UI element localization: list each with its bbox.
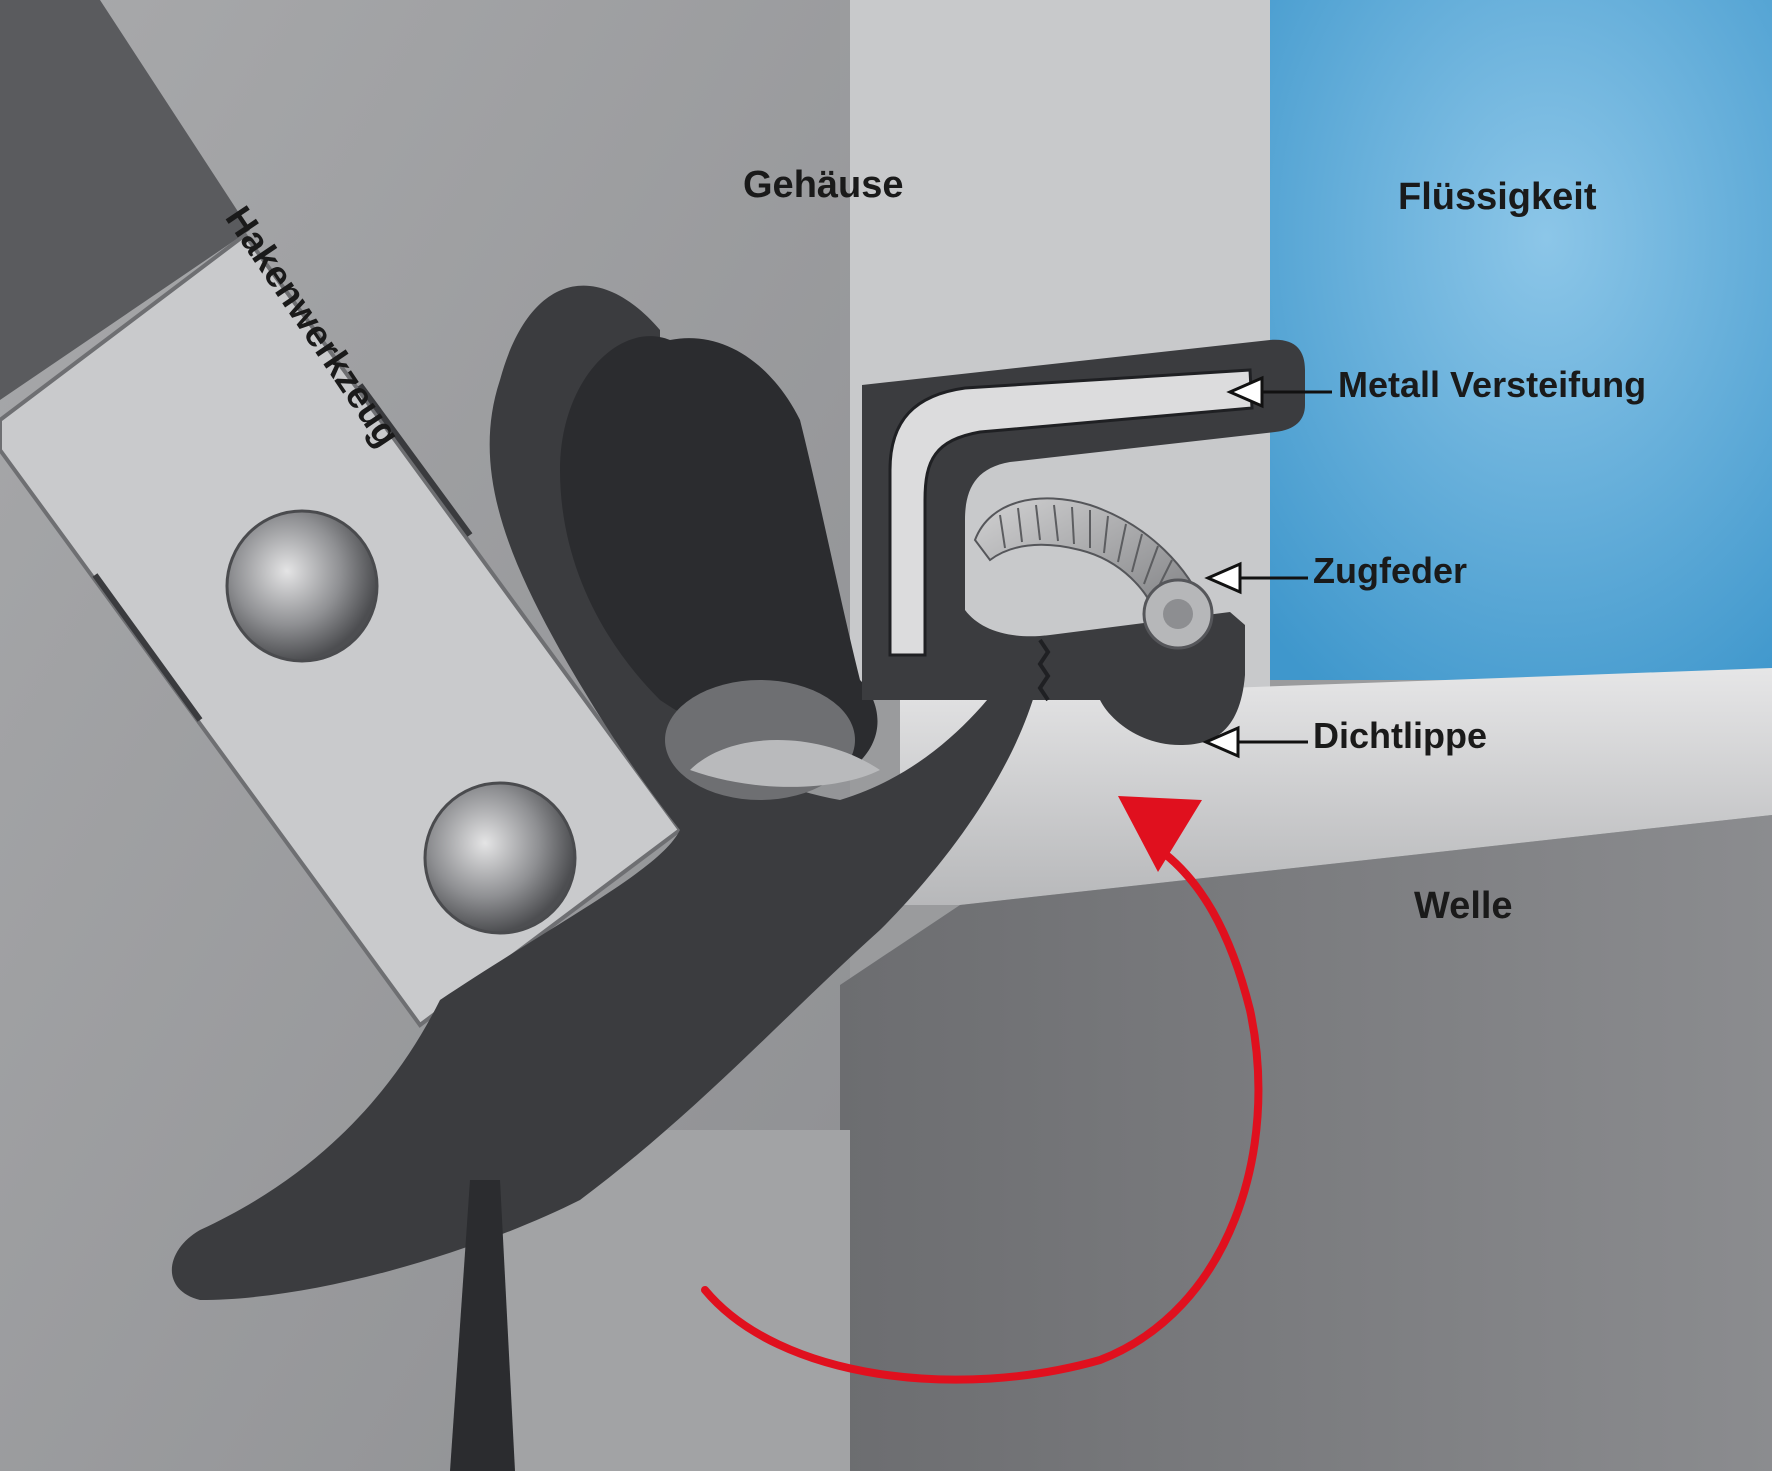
label-housing: Gehäuse bbox=[743, 164, 904, 206]
seal-lip-teeth bbox=[1037, 638, 1051, 702]
pointer-metall bbox=[1226, 375, 1332, 409]
hook-cavity bbox=[560, 336, 878, 770]
rotation-arrow bbox=[701, 846, 1263, 1384]
tool-back-edge bbox=[0, 0, 250, 400]
label-fluid: Flüssigkeit bbox=[1398, 176, 1597, 218]
label-shaft: Welle bbox=[1414, 885, 1513, 927]
tool-edge-line-2 bbox=[92, 573, 203, 722]
shaft bbox=[840, 815, 1772, 1471]
rotation-arrowhead bbox=[1118, 796, 1202, 872]
hook-handle bbox=[450, 1180, 515, 1471]
rivet bbox=[225, 509, 379, 663]
label-metal-reinforcement: Metall Versteifung bbox=[1338, 364, 1647, 405]
label-tension-spring: Zugfeder bbox=[1313, 550, 1468, 591]
pointer-zugfeder bbox=[1204, 561, 1308, 595]
shaft-top-surface bbox=[900, 668, 1772, 905]
spring-coils bbox=[999, 504, 1173, 597]
fluid-region bbox=[1270, 0, 1772, 680]
shaft-glimpse bbox=[690, 740, 880, 787]
label-sealing-lip: Dichtlippe bbox=[1313, 715, 1488, 756]
spring-end-hole bbox=[1163, 599, 1193, 629]
rivet bbox=[423, 781, 577, 935]
pointer-dichtlippe bbox=[1202, 725, 1308, 759]
tool-edge-line bbox=[357, 383, 473, 537]
